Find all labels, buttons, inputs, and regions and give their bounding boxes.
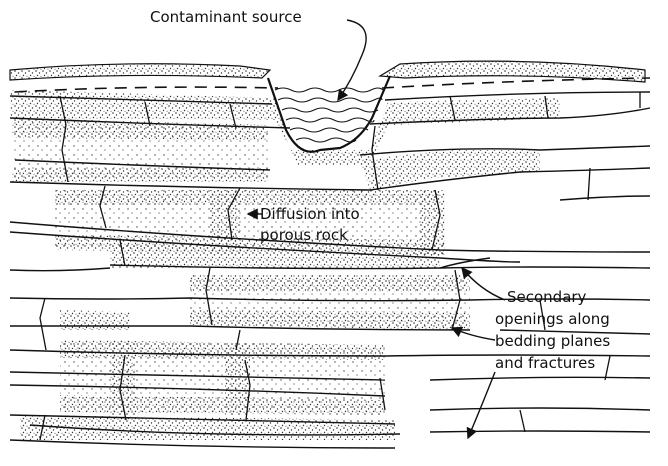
openings-label-line2: openings along xyxy=(495,310,610,328)
openings-label-line3: bedding planes xyxy=(495,332,610,350)
diffusion-label-line2: porous rock xyxy=(260,226,348,244)
label-contaminant-source: Contaminant source xyxy=(150,8,366,100)
label-secondary-openings: Secondary openings along bedding planes … xyxy=(452,268,610,438)
contaminant-source-arrow xyxy=(338,20,366,100)
surface-soil xyxy=(10,61,650,92)
openings-arrow-lower xyxy=(468,372,495,438)
diffusion-label-line1: Diffusion into xyxy=(260,205,360,223)
openings-label-line1: Secondary xyxy=(507,288,587,306)
diffusion-halos xyxy=(10,90,560,440)
contaminant-source-label: Contaminant source xyxy=(150,8,302,26)
openings-label-line4: and fractures xyxy=(495,354,595,372)
